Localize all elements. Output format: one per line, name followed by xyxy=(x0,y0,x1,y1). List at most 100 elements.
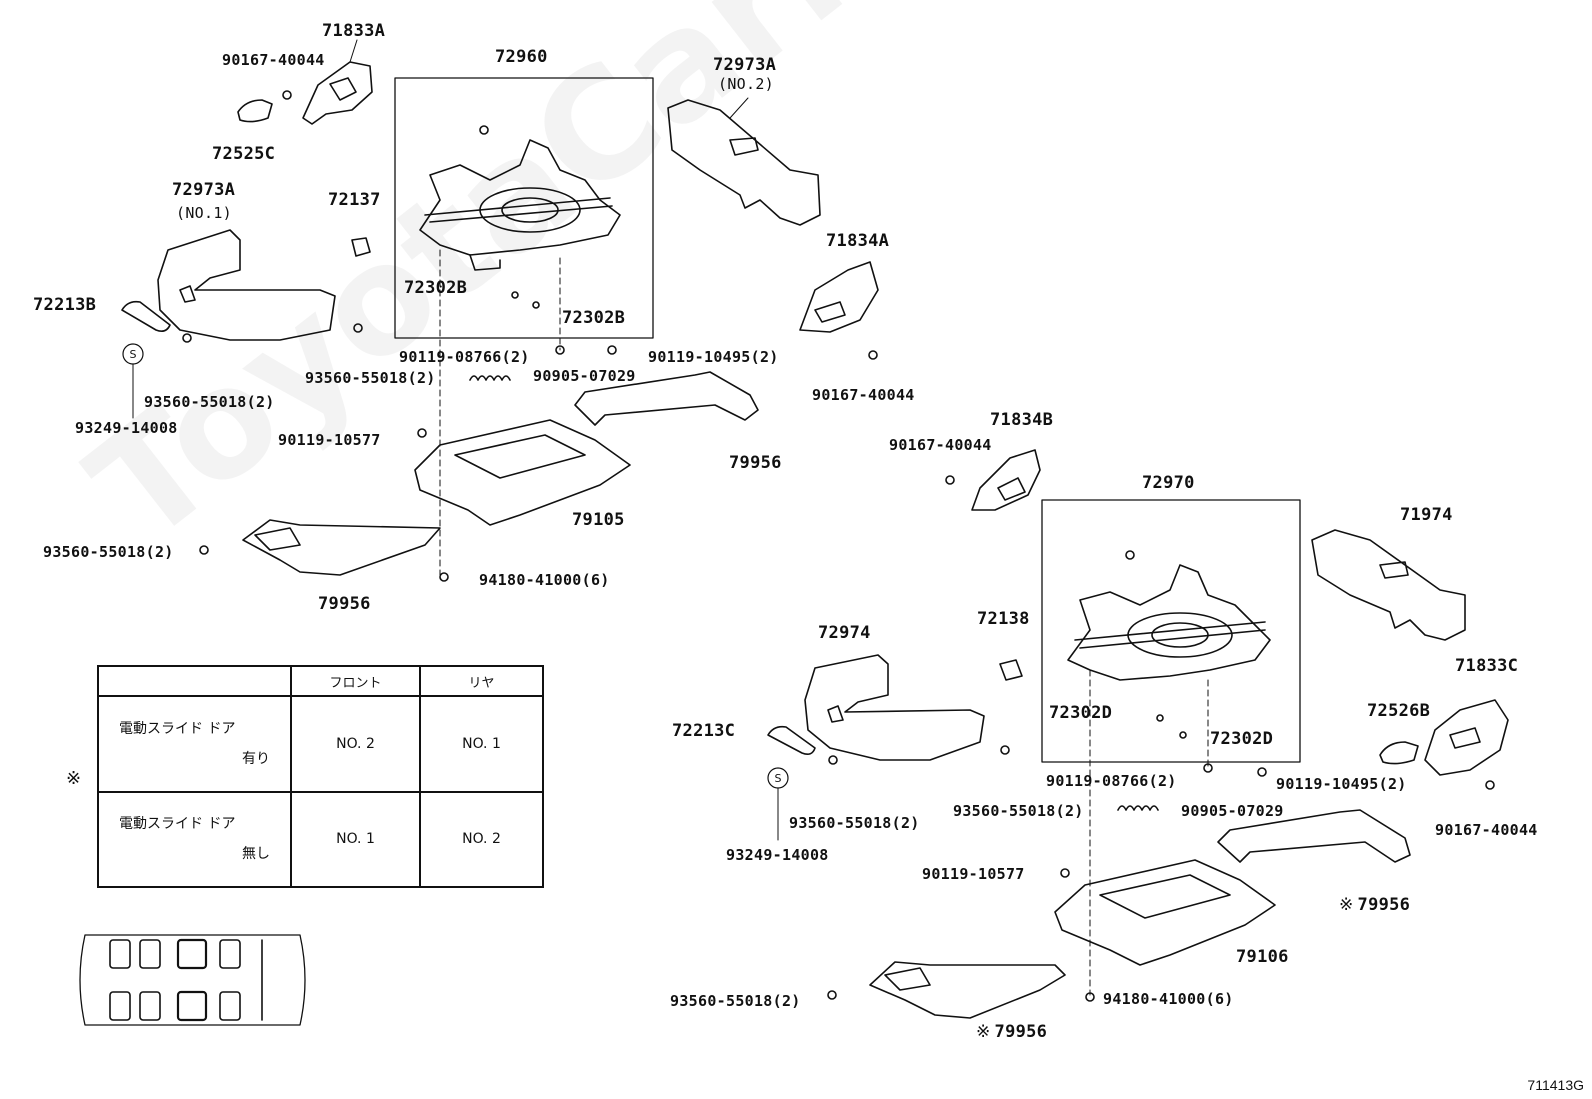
label-72960: 72960 xyxy=(495,47,548,67)
label-72302D-b: 72302D xyxy=(1210,729,1274,749)
s-symbol-b-text: S xyxy=(775,772,782,785)
part-71834B xyxy=(971,449,1041,511)
label-90167-40044-b: 90167-40044 xyxy=(812,386,915,404)
label-72526B: 72526B xyxy=(1367,701,1431,721)
label-79106: 79106 xyxy=(1236,947,1289,967)
label-90167-40044-a: 90167-40044 xyxy=(222,51,325,69)
condition-status: 無し xyxy=(242,846,270,863)
table-cell-condition: 電動スライド ドア 有り xyxy=(97,695,292,793)
label-72973A-no1-note: (NO.1) xyxy=(176,204,232,222)
label-93560-55018-b: 93560-55018(2) xyxy=(305,369,436,387)
label-79105: 79105 xyxy=(572,510,625,530)
part-72213C xyxy=(767,725,816,755)
part-72138 xyxy=(999,659,1023,681)
application-table: フロント リヤ 電動スライド ドア 有り NO. 2 NO. 1 電動スライド … xyxy=(97,665,544,888)
label-93560-55018-a: 93560-55018(2) xyxy=(144,393,275,411)
part-79105 xyxy=(414,419,631,526)
part-79956-c xyxy=(1217,809,1411,863)
part-72213B xyxy=(121,300,171,332)
part-71833C xyxy=(1424,699,1509,776)
label-90905-07029-a: 90905-07029 xyxy=(533,367,636,385)
label-72302B-a: 72302B xyxy=(404,278,468,298)
table-cell-front: NO. 1 xyxy=(290,790,421,888)
label-94180-41000-b: 94180-41000(6) xyxy=(1103,990,1234,1008)
label-79956-c: ※79956 xyxy=(1339,895,1411,915)
note-mark-d: ※ xyxy=(976,1022,991,1042)
part-71834A xyxy=(799,261,879,333)
label-93560-55018-c: 93560-55018(2) xyxy=(43,543,174,561)
label-72974: 72974 xyxy=(818,623,871,643)
table-header-rear: リヤ xyxy=(419,665,544,697)
label-72973A-no2: 72973A xyxy=(713,55,777,75)
label-90119-10495-b: 90119-10495(2) xyxy=(1276,775,1407,793)
label-90119-10577-a: 90119-10577 xyxy=(278,431,381,449)
label-93560-55018-f: 93560-55018(2) xyxy=(670,992,801,1010)
label-72302D-a: 72302D xyxy=(1049,703,1113,723)
assembly-box-72970 xyxy=(1041,499,1301,763)
part-72137 xyxy=(351,237,371,257)
label-71833A: 71833A xyxy=(322,21,386,41)
part-79956-d xyxy=(869,961,1066,1019)
table-row: 電動スライド ドア 無し NO. 1 NO. 2 xyxy=(97,790,544,888)
label-71974: 71974 xyxy=(1400,505,1453,525)
part-90905-b xyxy=(1117,805,1159,811)
part-72525C xyxy=(237,99,273,123)
label-93560-55018-d: 93560-55018(2) xyxy=(953,802,1084,820)
label-71833C: 71833C xyxy=(1455,656,1519,676)
label-79956-d: ※79956 xyxy=(976,1022,1048,1042)
part-72960-frame xyxy=(419,139,621,256)
label-79956-d-text: 79956 xyxy=(994,1022,1048,1042)
assembly-box-72960 xyxy=(394,77,654,339)
part-72973A-no2 xyxy=(667,99,821,226)
label-72970: 72970 xyxy=(1142,473,1195,493)
label-71834B: 71834B xyxy=(990,410,1054,430)
note-mark-c: ※ xyxy=(1339,895,1354,915)
part-90905-a xyxy=(469,375,511,381)
label-90119-08766-b: 90119-08766(2) xyxy=(1046,772,1177,790)
label-72302B-b: 72302B xyxy=(562,308,626,328)
label-72973A-no2-note: (NO.2) xyxy=(718,75,774,93)
label-72525C: 72525C xyxy=(212,144,276,164)
label-79956-a: 79956 xyxy=(729,453,782,473)
label-93560-55018-e: 93560-55018(2) xyxy=(789,814,920,832)
label-72137: 72137 xyxy=(328,190,381,210)
part-79956-b xyxy=(242,519,441,576)
part-79106 xyxy=(1054,859,1276,966)
label-90119-10495-a: 90119-10495(2) xyxy=(648,348,779,366)
condition-text: 電動スライド ドア xyxy=(119,720,236,737)
label-93249-14008-b: 93249-14008 xyxy=(726,846,829,864)
table-row: 電動スライド ドア 有り NO. 2 NO. 1 xyxy=(97,695,544,793)
table-cell-rear: NO. 2 xyxy=(419,790,544,888)
label-72213B: 72213B xyxy=(33,295,97,315)
table-header-front: フロント xyxy=(290,665,421,697)
table-note-mark: ※ xyxy=(66,768,82,789)
table-cell-rear: NO. 1 xyxy=(419,695,544,793)
table-header-blank xyxy=(97,665,292,697)
condition-status: 有り xyxy=(242,750,270,767)
label-72973A-no1: 72973A xyxy=(172,180,236,200)
label-79956-b: 79956 xyxy=(318,594,371,614)
table-header-row: フロント リヤ xyxy=(97,665,544,697)
part-72973A-no1 xyxy=(157,229,336,341)
label-90905-07029-b: 90905-07029 xyxy=(1181,802,1284,820)
condition-text: 電動スライド ドア xyxy=(119,816,236,833)
part-71974 xyxy=(1311,529,1466,641)
label-72138: 72138 xyxy=(977,609,1030,629)
label-90119-10577-b: 90119-10577 xyxy=(922,865,1025,883)
label-79956-c-text: 79956 xyxy=(1357,895,1411,915)
label-90119-08766-a: 90119-08766(2) xyxy=(399,348,530,366)
screw-90167-a xyxy=(282,90,292,100)
label-93249-14008-a: 93249-14008 xyxy=(75,419,178,437)
part-72970-frame xyxy=(1067,564,1271,681)
part-71833A xyxy=(302,61,373,125)
label-90167-40044-c: 90167-40044 xyxy=(889,436,992,454)
part-72974 xyxy=(804,654,985,761)
part-79956-a xyxy=(574,371,759,426)
table-cell-front: NO. 2 xyxy=(290,695,421,793)
s-symbol-a-text: S xyxy=(130,348,137,361)
table-cell-condition: 電動スライド ドア 無し xyxy=(97,790,292,888)
part-72526B xyxy=(1379,741,1419,765)
vehicle-thumbnail xyxy=(79,934,306,1026)
label-90167-40044-d: 90167-40044 xyxy=(1435,821,1538,839)
